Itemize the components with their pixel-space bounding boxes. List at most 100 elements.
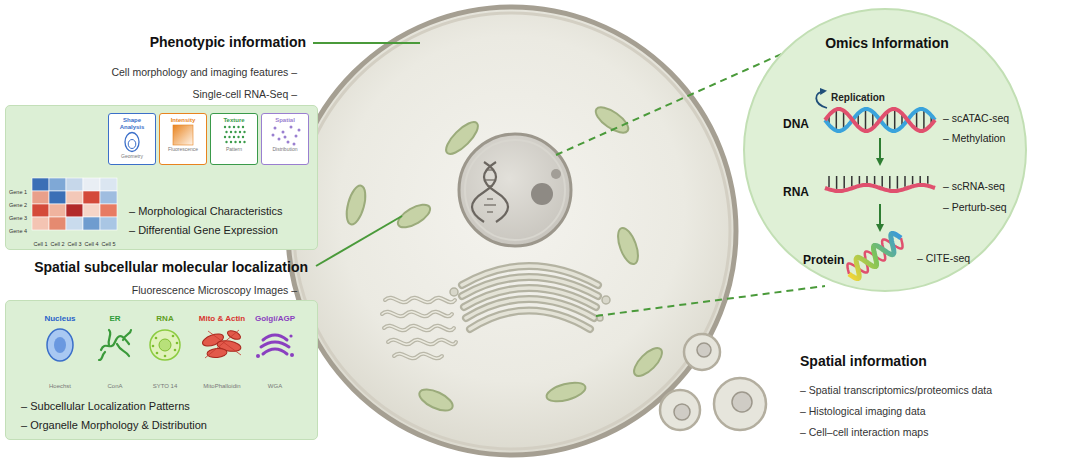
stain-label: Hoechst: [49, 383, 71, 390]
node-text-anchor: Omics Information: [825, 34, 949, 52]
node-text: – scRNA-seq: [943, 180, 1005, 193]
cell-label: Cell 4: [84, 241, 98, 248]
bullet-item: – Spatial transcriptomics/proteomics dat…: [800, 384, 992, 397]
feature-box: IntensityFluorescence: [159, 113, 207, 165]
gene-label-anchor: Gene 3: [9, 206, 27, 224]
feature-title: Texture: [223, 117, 244, 124]
omics-circle: Omics InformationReplicationDNA – scATAC-…: [743, 8, 1027, 292]
feature-title: Shape Analysis: [110, 117, 154, 131]
organelle-label-anchor: Golgi/AGP: [255, 307, 295, 325]
node-text-anchor: RNA: [783, 182, 809, 200]
node-text: – Methylation: [943, 132, 1005, 145]
feature-title: Spatial: [275, 117, 295, 124]
section-heading: Spatial information: [800, 353, 927, 370]
cell-label-anchor: Cell 3: [67, 232, 81, 250]
phenotype-panel: – Morphological Characteristics – Differe…: [5, 105, 318, 250]
cell-label: Cell 3: [67, 241, 81, 248]
node-text: Protein: [803, 253, 844, 267]
stain-label-anchor: ConA: [107, 374, 122, 392]
subheading-anchor: Cell morphology and imaging features –: [111, 62, 297, 80]
section-heading: Spatial subcellular molecular localizati…: [34, 259, 308, 276]
stain-label-anchor: MitoPhalloidin: [203, 374, 240, 392]
gene-label: Gene 3: [9, 215, 27, 222]
stain-label-anchor: Hoechst: [49, 374, 71, 392]
gene-label-anchor: Gene 2: [9, 193, 27, 211]
bullet-item-anchor: – Cell–cell interaction maps: [800, 422, 928, 440]
node-text-anchor: – Subcellular Localization Patterns: [21, 396, 190, 414]
cell-label-anchor: Cell 4: [84, 232, 98, 250]
gene-label: Gene 4: [9, 228, 27, 235]
feature-icon: [161, 124, 205, 146]
organelle-label-anchor: RNA: [156, 307, 173, 325]
stain-label: MitoPhalloidin: [203, 383, 240, 390]
node-text-anchor: DNA: [783, 114, 809, 132]
feature-caption: Geometry: [121, 153, 143, 159]
feature-icon: [263, 124, 307, 146]
node-text-anchor: – Perturb-seq: [943, 197, 1007, 215]
section-heading-anchor: Phenotypic information: [150, 33, 306, 51]
subheading: Cell morphology and imaging features –: [111, 66, 297, 79]
feature-box: Shape AnalysisGeometry: [108, 113, 156, 165]
feature-icon: [110, 131, 154, 153]
feature-caption: Distribution: [272, 146, 297, 152]
section-heading-anchor: Spatial information: [800, 352, 927, 370]
stain-label-anchor: WGA: [268, 374, 282, 392]
node-text: – Morphological Characteristics: [129, 205, 282, 218]
node-text: – CITE-seq: [917, 252, 970, 265]
stain-label-anchor: SYTO 14: [153, 374, 178, 392]
section-heading-anchor: Spatial subcellular molecular localizati…: [34, 258, 308, 276]
organelle-label: Mito & Actin: [199, 314, 245, 324]
node-text: Omics Information: [825, 35, 949, 52]
feature-box: TexturePattern: [210, 113, 258, 165]
stain-label: SYTO 14: [153, 383, 178, 390]
node-text-anchor: – CITE-seq: [917, 248, 970, 266]
cell-label: Cell 2: [50, 241, 64, 248]
organelle-label-anchor: Mito & Actin: [199, 307, 245, 325]
node-text-anchor: – Methylation: [943, 128, 1005, 146]
node-text-anchor: Protein: [803, 250, 844, 268]
organelle-label: RNA: [156, 314, 173, 324]
node-text: – scATAC-seq: [943, 112, 1009, 125]
gene-label: Gene 2: [9, 202, 27, 209]
node-text-anchor: – Differential Gene Expression: [129, 220, 278, 238]
node-text-anchor: – scRNA-seq: [943, 176, 1005, 194]
section-heading: Phenotypic information: [150, 34, 306, 51]
subheading-anchor: Single-cell RNA-Seq –: [193, 84, 297, 102]
stain-label: ConA: [107, 383, 122, 390]
node-text-anchor: Replication: [831, 87, 885, 105]
stain-label: WGA: [268, 383, 282, 390]
organelle-label-anchor: ER: [109, 307, 120, 325]
organelle-label: Golgi/AGP: [255, 314, 295, 324]
node-text: RNA: [783, 185, 809, 199]
gene-label-anchor: Gene 1: [9, 180, 27, 198]
cell-label-anchor: Cell 1: [33, 232, 47, 250]
subheading-anchor: Fluorescence Microscopy Images –: [132, 280, 297, 298]
node-text: – Organelle Morphology & Distribution: [21, 419, 207, 432]
cell-label: Cell 5: [101, 241, 115, 248]
organelle-label-anchor: Nucleus: [44, 307, 75, 325]
gene-label-anchor: Gene 4: [9, 219, 27, 237]
organelle-label: Nucleus: [44, 314, 75, 324]
cell-label-anchor: Cell 5: [101, 232, 115, 250]
node-text: – Perturb-seq: [943, 201, 1007, 214]
subheading: Single-cell RNA-Seq –: [193, 88, 297, 101]
feature-caption: Pattern: [226, 146, 242, 152]
cell-label: Cell 1: [33, 241, 47, 248]
node-text: DNA: [783, 117, 809, 131]
feature-caption: Fluorescence: [168, 146, 198, 152]
cell-label-anchor: Cell 2: [50, 232, 64, 250]
feature-box: SpatialDistribution: [261, 113, 309, 165]
bullet-item: – Histological imaging data: [800, 405, 926, 418]
gene-label: Gene 1: [9, 189, 27, 196]
feature-title: Intensity: [171, 117, 196, 124]
organelle-label: ER: [109, 314, 120, 324]
node-text-anchor: – Organelle Morphology & Distribution: [21, 415, 207, 433]
feature-icon: [212, 124, 256, 146]
subheading: Fluorescence Microscopy Images –: [132, 284, 297, 297]
node-text-anchor: – Morphological Characteristics: [129, 201, 282, 219]
node-text-anchor: – scATAC-seq: [943, 108, 1009, 126]
bullet-item-anchor: – Spatial transcriptomics/proteomics dat…: [800, 380, 992, 398]
node-text: – Subcellular Localization Patterns: [21, 400, 190, 413]
node-text: – Differential Gene Expression: [129, 224, 278, 237]
